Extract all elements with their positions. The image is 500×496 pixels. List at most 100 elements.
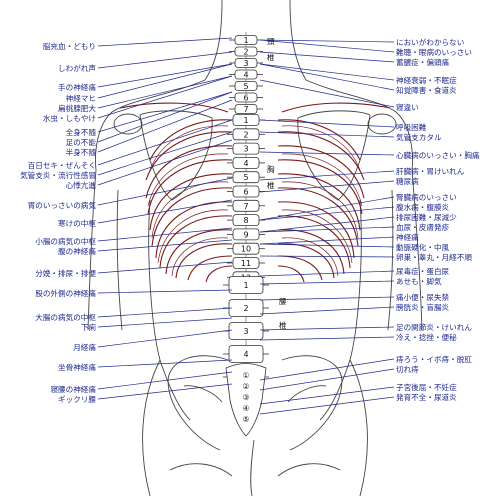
vertebra-number: 9	[243, 230, 248, 239]
left-label: 寒けの中枢	[58, 218, 96, 228]
leader-line	[97, 359, 233, 368]
leader-line	[97, 199, 233, 224]
vertebra-thoracic-4: 4	[227, 156, 265, 169]
left-label: 半身不随	[66, 147, 97, 157]
right-label: 難聴・眼病のいっさい	[396, 47, 472, 57]
sacral-number: ⑤	[242, 415, 249, 424]
left-label: 月経痛	[73, 342, 96, 352]
vertebra-number: 5	[243, 82, 248, 91]
vertebra-number: 6	[243, 188, 248, 197]
vertebra-cervical-7: 7	[229, 104, 263, 114]
left-label: 腹の神経痛	[58, 246, 96, 256]
leader-line	[97, 91, 233, 143]
leader-line	[259, 236, 395, 245]
left-label: 手の神経痛	[58, 82, 96, 92]
vertebra-thoracic-2: 2	[227, 128, 265, 141]
leader-line	[259, 336, 395, 341]
vertebra-cervical-5: 5	[229, 81, 263, 91]
leader-line	[97, 383, 233, 400]
right-label: 蓄膿症・偏頭痛	[396, 57, 450, 67]
right-label: あせも・脚気	[396, 276, 442, 286]
vertebra-thoracic-6: 6	[227, 185, 265, 198]
leader-line	[97, 177, 233, 206]
leader-line	[97, 239, 233, 252]
left-label: 神経マヒ	[66, 93, 96, 103]
right-label: 動脈硬化・中風	[396, 242, 450, 252]
vertebra-number: 6	[243, 94, 248, 103]
right-label: 神経痛	[396, 232, 419, 242]
vertebra-number: 7	[243, 105, 248, 114]
leader-line	[97, 307, 233, 318]
leader-line	[259, 206, 395, 221]
leader-lines	[97, 37, 395, 415]
leader-line	[97, 91, 233, 133]
leader-line	[259, 51, 395, 63]
left-label: 扁桃腺肥大	[58, 103, 96, 113]
leader-line	[259, 151, 395, 156]
cervical-label: 頸	[267, 37, 275, 46]
vertebra-thoracic-7: 7	[227, 199, 265, 212]
vertebra-number: 5	[243, 173, 248, 182]
left-label: 股の外側の神経痛	[35, 288, 96, 298]
leader-line	[259, 358, 395, 381]
right-label: 血尿・皮膚発疹	[396, 222, 450, 232]
vertebra-number: 4	[243, 350, 248, 359]
leader-line	[259, 243, 395, 248]
spine: 123456712345678910111212345①②③④⑤	[223, 32, 269, 437]
left-label: しわがれ声	[58, 63, 96, 73]
sacral-number: ②	[242, 382, 249, 391]
right-label: 腹水病・腹膜炎	[396, 202, 450, 212]
leader-line	[97, 63, 233, 88]
right-label: 冷え・捻挫・便秘	[396, 332, 457, 342]
left-label: 分娩・排尿・排便	[35, 268, 96, 278]
leader-line	[259, 196, 395, 221]
leader-line	[97, 317, 233, 328]
vertebra-thoracic-3: 3	[227, 142, 265, 155]
leader-line	[259, 255, 395, 258]
right-label: 肝臓病・胃けいれん	[396, 166, 465, 176]
vertebra-thoracic-11: 11	[227, 257, 265, 269]
leader-line	[97, 37, 233, 47]
leader-line	[259, 63, 395, 91]
right-label: 排尿困難・尿減少	[396, 212, 457, 222]
vertebra-number: 1	[243, 116, 248, 125]
leader-line	[97, 227, 233, 242]
left-label: 心悸亢進	[66, 180, 97, 190]
leader-line	[259, 79, 395, 108]
right-label: 子宮後屈・不妊症	[396, 382, 457, 392]
vertebra-number: 8	[243, 216, 248, 225]
right-label: 知覚障害・食道炎	[396, 85, 457, 95]
leader-line	[259, 326, 395, 331]
leader-line	[259, 396, 395, 415]
leader-line	[259, 216, 395, 233]
leader-line	[259, 180, 395, 193]
left-label: 気管支炎・流行性感冒	[20, 170, 96, 180]
vertebra-number: 4	[243, 71, 248, 80]
vertebra-cervical-6: 6	[229, 92, 263, 103]
leader-line	[97, 75, 233, 119]
vertebra-thoracic-10: 10	[227, 242, 265, 255]
leader-line	[97, 119, 233, 166]
leader-line	[259, 386, 395, 405]
left-label: 寝腰の神経痛	[50, 384, 96, 394]
rib-cage-left	[145, 119, 233, 283]
vertebra-cervical-1: 1	[229, 35, 263, 45]
leader-line	[259, 306, 395, 315]
left-label: 大腸の病気の中枢	[35, 312, 96, 322]
right-label: 痛小便・尿失禁	[396, 292, 450, 302]
vertebra-lumbar-1: 1	[223, 276, 269, 294]
vertebra-number: 2	[243, 48, 248, 57]
vertebra-thoracic-1: 1	[227, 114, 265, 126]
leader-line	[259, 368, 395, 391]
leader-line	[259, 296, 395, 301]
scapulae	[113, 110, 397, 201]
left-label: ギックリ腰	[58, 395, 96, 404]
right-label: 寝違い	[396, 102, 419, 112]
left-label: 胃のいっさいの病気	[28, 200, 97, 210]
leader-line	[97, 99, 233, 153]
leader-line	[259, 280, 395, 285]
vertebra-number: 3	[243, 327, 248, 336]
left-label: 足の不能	[66, 137, 97, 147]
